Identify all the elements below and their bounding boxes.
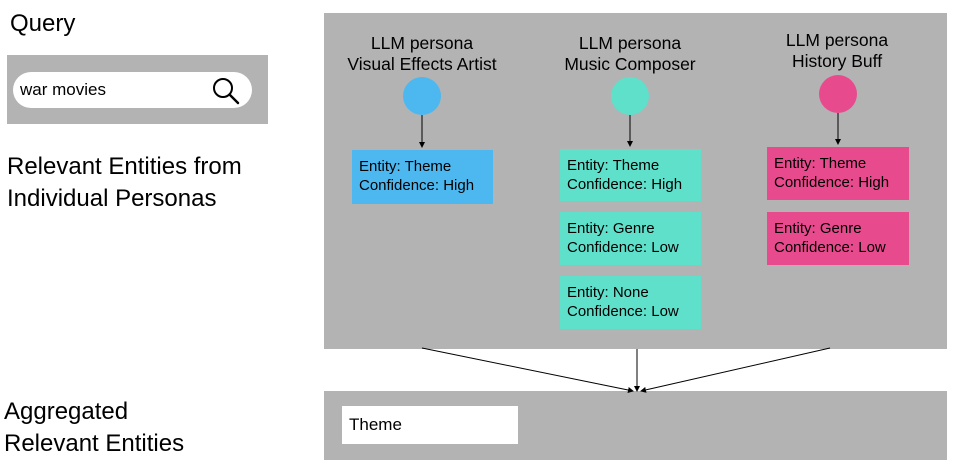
search-input-value: war movies <box>20 80 106 99</box>
aggregated-label: Aggregated Relevant Entities <box>4 398 185 457</box>
entity-card: Entity: Theme Confidence: High <box>352 150 493 204</box>
entity-card: Entity: Genre Confidence: Low <box>560 212 701 265</box>
persona-node-history-buff <box>819 75 857 113</box>
query-label: Query <box>10 10 76 37</box>
relevant-entities-label: Relevant Entities from Individual Person… <box>7 153 242 212</box>
persona-node-music-composer <box>611 77 649 115</box>
arrow-aggregate-right <box>640 347 831 393</box>
persona-title-music-composer: LLM persona Music Composer <box>564 33 696 74</box>
persona-node-visual-effects-artist <box>403 77 441 115</box>
arrow-aggregate-left <box>421 347 634 393</box>
entity-card: Entity: None Confidence: Low <box>560 276 701 329</box>
aggregated-entity-theme: Theme <box>342 406 518 444</box>
search-icon[interactable] <box>210 75 242 107</box>
persona-title-visual-effects-artist: LLM persona Visual Effects Artist <box>347 33 497 74</box>
entity-card: Entity: Genre Confidence: Low <box>767 212 909 265</box>
entity-card: Entity: Theme Confidence: High <box>560 149 701 201</box>
persona-title-history-buff: LLM persona History Buff <box>785 30 889 71</box>
search-input[interactable] <box>13 72 252 108</box>
entity-card: Entity: Theme Confidence: High <box>767 147 909 200</box>
